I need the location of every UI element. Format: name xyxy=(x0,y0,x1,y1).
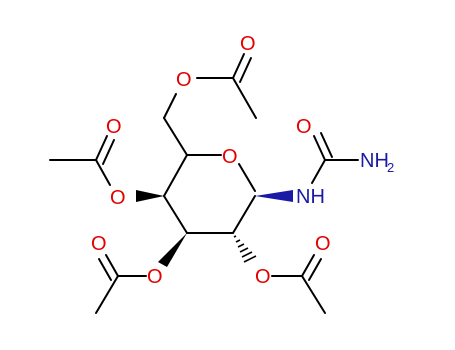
bond-o5-c1 xyxy=(238,163,256,192)
bond-o4-acyl4 xyxy=(95,159,111,186)
wedge-c3-o3 xyxy=(158,233,187,267)
amide-nh2-subscript: 2 xyxy=(387,160,394,175)
c2-ester-oxygen-label: O xyxy=(255,266,271,288)
bond-acyl3-carbonyl-a xyxy=(105,254,119,277)
bond-acyl4-carbonyl-b xyxy=(102,139,115,165)
bond-acyl3-carbonyl-b xyxy=(98,258,112,281)
c3-ester-oxygen-label: O xyxy=(147,266,163,288)
amide-nh2-label: NH xyxy=(360,150,389,172)
bond-n-ureacarbon xyxy=(311,159,326,184)
bond-acyl3-methyl xyxy=(95,275,119,314)
wedge-c1-n xyxy=(255,190,293,202)
bond-urea-carbonyl-b xyxy=(320,132,333,158)
c4-ester-oxygen-label: O xyxy=(110,187,126,209)
urea-carbonyl-oxygen-label: O xyxy=(296,116,312,138)
bond-urea-carbonyl-a xyxy=(313,135,326,161)
ring-oxygen-label: O xyxy=(222,146,238,168)
bond-acyl2-methyl xyxy=(301,275,326,314)
c3-carbonyl-oxygen-label: O xyxy=(91,233,107,255)
bond-c3-c4 xyxy=(163,195,188,234)
hash-c2-o2 xyxy=(233,235,257,263)
bond-acyl4-carbonyl-a xyxy=(95,135,108,161)
bond-c1-c2 xyxy=(232,195,256,234)
bond-c6-o6 xyxy=(163,93,177,119)
c6-ester-oxygen-label: O xyxy=(176,69,192,91)
bond-acyl6-carbonyl-a xyxy=(232,53,245,79)
bond-acyl6-carbonyl-b xyxy=(239,57,252,83)
c2-carbonyl-oxygen-label: O xyxy=(315,233,331,255)
c6-carbonyl-oxygen-label: O xyxy=(240,33,256,55)
anomeric-nh-label: NH xyxy=(296,186,325,208)
bond-acyl6-methyl xyxy=(232,77,257,119)
bond-c5-c6 xyxy=(163,117,188,156)
bond-c4-c5 xyxy=(163,154,188,197)
bond-acyl2-carbonyl-a xyxy=(301,254,315,277)
wedge-c4-o4 xyxy=(136,190,164,202)
c4-carbonyl-oxygen-label: O xyxy=(106,116,122,138)
bond-acyl2-carbonyl-b xyxy=(308,258,322,281)
